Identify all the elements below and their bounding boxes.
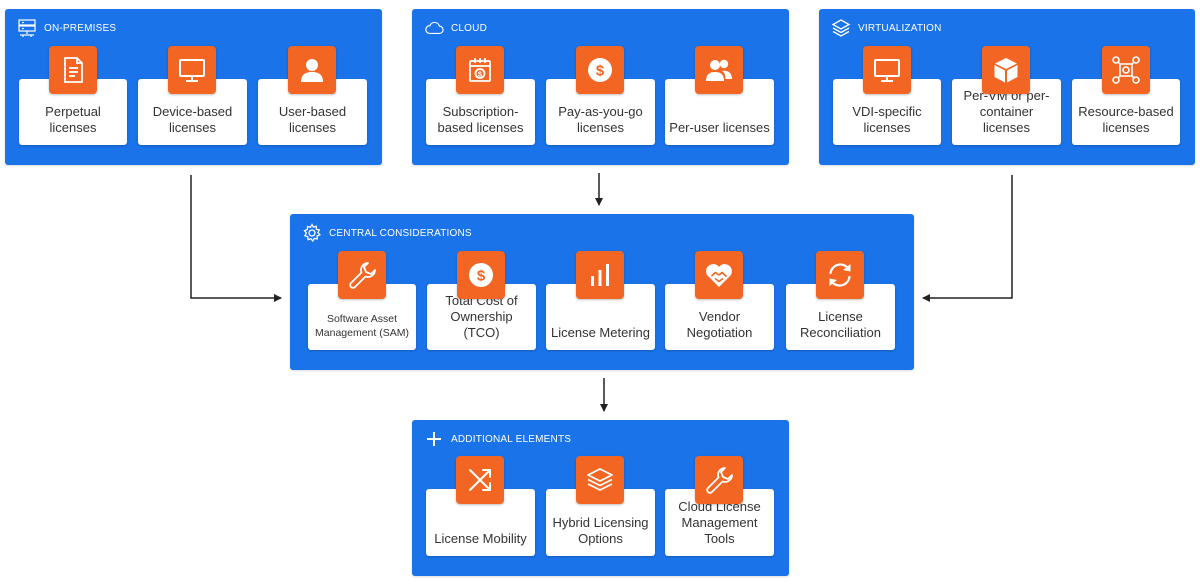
card-label: Per-user licenses [669,120,770,135]
resource-network-icon [1102,46,1150,94]
server-icon [18,19,36,37]
dollar-coin-icon: $ [576,46,624,94]
card-label: Device-based licenses [152,104,233,135]
card-label: Per-VM or per-container licenses [963,88,1050,135]
dollar-coin-icon: $ [457,251,505,299]
document-icon [49,46,97,94]
layers-icon [576,456,624,504]
additional-elements-header: ADDITIONAL ELEMENTS [424,428,571,450]
card-label: License Metering [551,325,650,340]
refresh-icon [816,251,864,299]
plus-icon [427,432,441,446]
monitor-icon [863,46,911,94]
shuffle-icon [456,456,504,504]
virtualization-title: VIRTUALIZATION [858,22,942,34]
wrench-icon [695,456,743,504]
bar-chart-icon [576,251,624,299]
svg-text:$: $ [596,63,605,80]
card-label: Hybrid Licensing Options [552,515,649,546]
monitor-icon [168,46,216,94]
card-pay-as-you-go-licenses: Pay-as-you-go licenses [546,79,655,145]
svg-text:$: $ [477,268,486,285]
cube-icon [982,46,1030,94]
users-icon [695,46,743,94]
layers-icon [831,19,851,37]
additional-elements-title: ADDITIONAL ELEMENTS [451,433,572,445]
card-label: User-based licenses [278,104,347,135]
card-label: Total Cost of Ownership (TCO) [445,293,518,340]
cloud-header: CLOUD [424,17,487,39]
on-premises-panel: ON-PREMISES Perpetual licenses Device-ba… [5,9,382,165]
card-label: Resource-based licenses [1078,104,1174,135]
card-user-based-licenses: User-based licenses [258,79,367,145]
card-label: License Reconciliation [800,309,881,340]
card-total-cost-of-ownership: Total Cost of Ownership (TCO) [427,284,536,350]
card-label: Subscription-based licenses [437,104,524,135]
virtualization-header: VIRTUALIZATION [831,17,942,39]
card-label: VDI-specific licenses [852,104,922,135]
card-subscription-based-licenses: Subscription-based licenses [426,79,535,145]
additional-elements-panel: ADDITIONAL ELEMENTS License Mobility Hyb… [412,420,789,576]
cloud-panel: CLOUD Subscription-based licenses Pay-as… [412,9,789,165]
on-premises-title: ON-PREMISES [44,22,117,34]
cloud-icon [425,21,444,35]
virtualization-panel: VIRTUALIZATION VDI-specific licenses Per… [819,9,1195,165]
central-considerations-panel: CENTRAL CONSIDERATIONS Software Asset Ma… [290,214,914,370]
card-label: Pay-as-you-go licenses [558,104,643,135]
gear-icon [303,223,321,243]
arrow-virtualization-to-central [922,175,1013,302]
card-label: License Mobility [434,531,527,546]
central-considerations-header: CENTRAL CONSIDERATIONS [302,222,472,244]
card-resource-based-licenses: Resource-based licenses [1072,79,1180,145]
svg-text:$: $ [478,69,483,78]
cloud-title: CLOUD [451,22,488,34]
card-label: Perpetual licenses [45,104,101,135]
arrow-on-premises-to-central [190,175,282,302]
central-considerations-title: CENTRAL CONSIDERATIONS [329,227,472,239]
user-icon [288,46,336,94]
on-premises-header: ON-PREMISES [17,17,116,39]
card-label: Cloud License Management Tools [678,499,761,546]
calendar-dollar-icon: $ [456,46,504,94]
wrench-icon [338,251,386,299]
card-label: Software Asset Management (SAM) [315,313,409,339]
card-label: Vendor Negotiation [686,309,753,340]
handshake-heart-icon [695,251,743,299]
